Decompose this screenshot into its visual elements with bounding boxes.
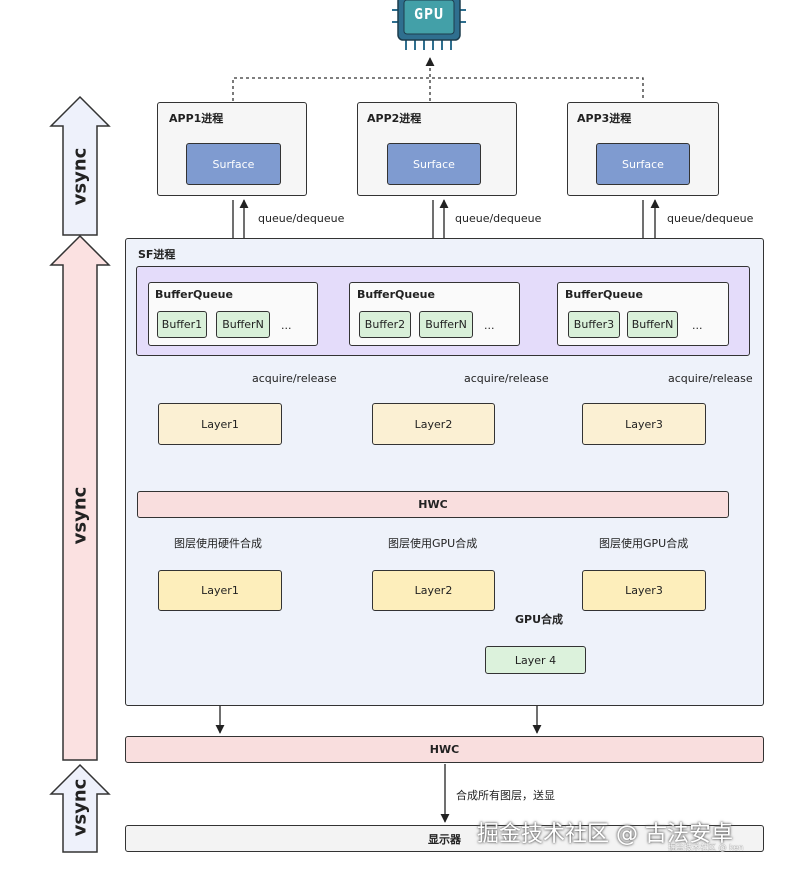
gpu-chip-label: GPU [413, 5, 445, 23]
gpu-chip-icon [392, 0, 466, 52]
hwc-bottom: HWC [125, 736, 764, 763]
layer2-top: Layer2 [372, 403, 495, 445]
composition-label-3: 图层使用GPU合成 [599, 537, 689, 550]
app2-surface: Surface [387, 143, 481, 185]
buffer-more: ... [281, 319, 292, 332]
acquire-release-label-3: acquire/release [668, 372, 753, 385]
display-box: 显示器 [125, 825, 764, 852]
app1-title: APP1进程 [169, 112, 224, 125]
compose-all-label: 合成所有图层，送显 [456, 789, 555, 802]
vsync-arrow-middle [49, 234, 111, 761]
buffer-item: BufferN [419, 311, 473, 338]
buffer-more: ... [484, 319, 495, 332]
vsync-label-bottom: vsync [69, 778, 91, 837]
app3-ipc-label: queue/dequeue [667, 212, 754, 225]
composition-label-1: 图层使用硬件合成 [174, 537, 262, 550]
vsync-label-top: vsync [69, 147, 91, 206]
sf-title: SF进程 [138, 248, 176, 261]
buffer-item: Buffer3 [568, 311, 620, 338]
gpu-dashed-lines [232, 57, 644, 101]
bufferqueue-2-title: BufferQueue [357, 288, 435, 301]
layer1-top: Layer1 [158, 403, 282, 445]
layer3-bottom: Layer3 [582, 570, 706, 611]
layer4: Layer 4 [485, 646, 586, 674]
watermark-text: 掘金技术社区 @ 古法安卓 [477, 822, 733, 847]
app2-title: APP2进程 [367, 112, 422, 125]
app1-surface: Surface [186, 143, 281, 185]
buffer-item: Buffer2 [359, 311, 411, 338]
bufferqueue-3-title: BufferQueue [565, 288, 643, 301]
buffer-item: BufferN [627, 311, 678, 338]
buffer-item: BufferN [216, 311, 270, 338]
vsync-label-middle: vsync [69, 486, 91, 545]
app1-ipc-label: queue/dequeue [258, 212, 345, 225]
app3-process: APP3进程 Surface [567, 102, 719, 196]
bufferqueue-2: BufferQueue Buffer2 BufferN ... [349, 282, 520, 346]
vsync-arrow-bottom [49, 763, 111, 853]
app2-ipc-label: queue/dequeue [455, 212, 542, 225]
acquire-release-label-2: acquire/release [464, 372, 549, 385]
acquire-release-label-1: acquire/release [252, 372, 337, 385]
layer2-bottom: Layer2 [372, 570, 495, 611]
buffer-item: Buffer1 [157, 311, 207, 338]
bufferqueue-3: BufferQueue Buffer3 BufferN ... [557, 282, 729, 346]
app1-process: APP1进程 Surface [157, 102, 307, 196]
app3-title: APP3进程 [577, 112, 632, 125]
app3-surface: Surface [596, 143, 690, 185]
gpu-compose-label: GPU合成 [515, 613, 564, 626]
bufferqueue-1-title: BufferQueue [155, 288, 233, 301]
layer3-top: Layer3 [582, 403, 706, 445]
composition-label-2: 图层使用GPU合成 [388, 537, 478, 550]
bufferqueue-1: BufferQueue Buffer1 BufferN ... [148, 282, 318, 346]
watermark-subtext: 掘金技术社区 @ ken [668, 843, 744, 852]
buffer-more: ... [692, 319, 703, 332]
app2-process: APP2进程 Surface [357, 102, 517, 196]
layer1-bottom: Layer1 [158, 570, 282, 611]
hwc-sf: HWC [137, 491, 729, 518]
